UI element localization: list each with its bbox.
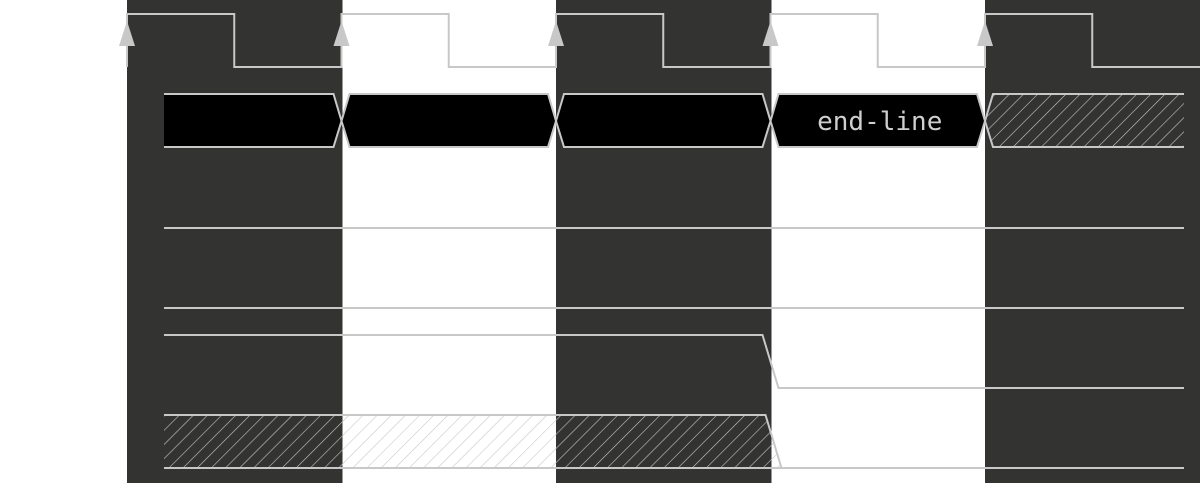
bus-segment — [164, 94, 342, 147]
bus-segment-label: end-line — [817, 107, 942, 137]
rising-edge-arrow-icon — [548, 21, 564, 46]
bus-segment — [556, 94, 771, 147]
signal-d-wave — [164, 414, 1184, 469]
signal-c-wave — [164, 334, 1184, 389]
bus-segment — [770, 94, 985, 147]
period-shade — [127, 0, 343, 483]
rising-edge-arrow-icon — [977, 21, 993, 46]
signal-d-undefined-region — [164, 415, 782, 468]
rising-edge-arrow-icon — [333, 21, 350, 46]
period-shade — [985, 0, 1200, 483]
rising-edge-arrow-icon — [762, 21, 779, 46]
bus-segment-outline — [340, 93, 558, 148]
bus-segment — [985, 94, 1184, 147]
bus-segment-outline — [769, 93, 987, 148]
period-shade — [556, 0, 772, 483]
bus-segment-outline — [983, 93, 1184, 148]
bus-segment-outline — [554, 93, 772, 148]
bus-segment — [341, 94, 556, 147]
rising-edge-arrow-icon — [119, 21, 135, 46]
